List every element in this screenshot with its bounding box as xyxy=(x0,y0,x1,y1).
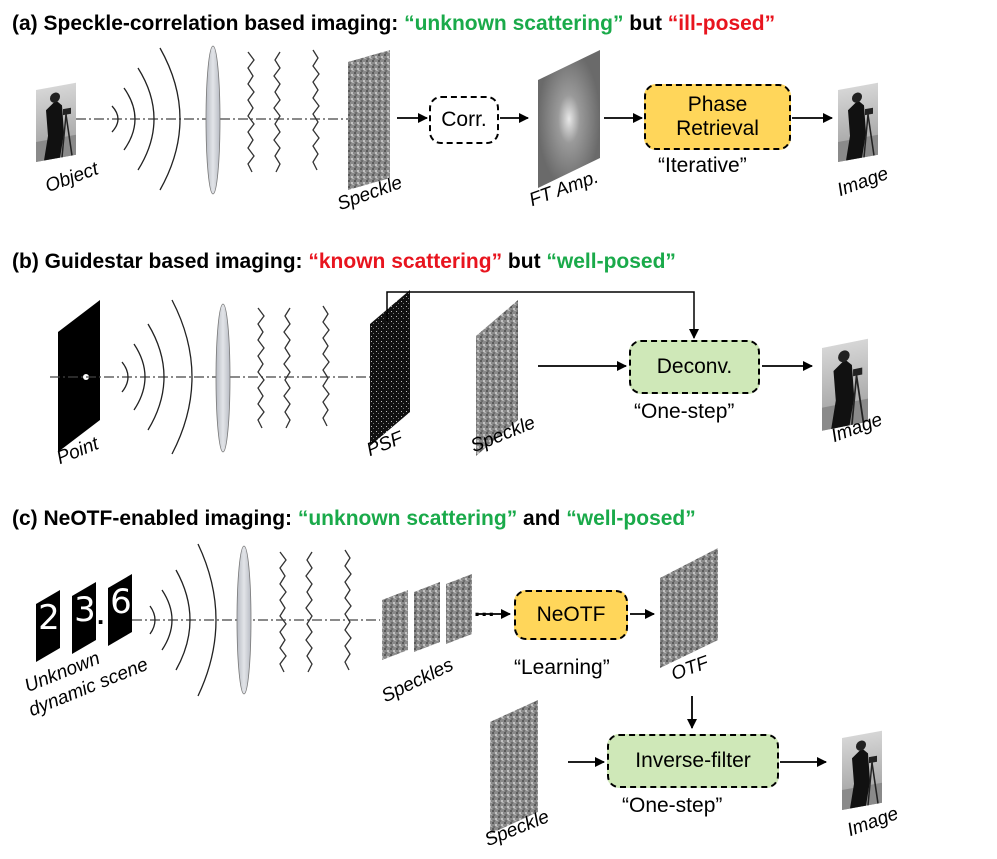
panel-c-diagram xyxy=(36,543,883,834)
deconv-box: Deconv. xyxy=(629,340,760,394)
panel-c-green-phrase-2: “well-posed” xyxy=(566,507,696,530)
neotf-label: NeOTF xyxy=(536,602,606,626)
distorted-wavefronts-a xyxy=(247,49,320,173)
digit-2: 2 xyxy=(38,598,60,638)
wavefronts-a xyxy=(111,47,181,191)
panel-a-object-image xyxy=(35,82,77,163)
speckles-frame-1 xyxy=(382,590,408,660)
digit-frames xyxy=(36,574,132,662)
panel-a-red-phrase: “ill-posed” xyxy=(667,12,776,35)
corr-box: Corr. xyxy=(429,96,499,144)
neotf-box: NeOTF xyxy=(514,590,628,640)
panel-b-connector: but xyxy=(502,250,547,273)
inverse-filter-box: Inverse-filter xyxy=(607,734,779,788)
panel-a-green-phrase: “unknown scattering” xyxy=(404,12,624,35)
speckle-c xyxy=(490,700,538,834)
phase-line-2: Retrieval xyxy=(676,117,759,140)
distorted-wavefronts-c xyxy=(279,549,352,673)
digit-6: 6 xyxy=(110,582,132,622)
panel-c-prefix: (c) NeOTF-enabled imaging: xyxy=(12,507,298,530)
image-output-c xyxy=(841,730,883,811)
one-step-caption-c: “One-step” xyxy=(622,794,723,817)
digit-separator: . xyxy=(97,600,105,630)
speckles-ellipsis: ... xyxy=(474,596,496,621)
psf-image xyxy=(370,290,410,446)
image-output-a xyxy=(837,82,879,163)
panel-c-green-phrase: “unknown scattering” xyxy=(297,507,518,530)
otf-image xyxy=(660,548,718,668)
lens-b xyxy=(215,303,231,453)
speckles-frame-3 xyxy=(446,574,472,644)
phase-line-1: Phase xyxy=(687,92,748,116)
ft-amp-image xyxy=(538,50,600,188)
corr-label: Corr. xyxy=(441,107,487,131)
panel-a-prefix: (a) Speckle-correlation based imaging: xyxy=(12,12,405,35)
panel-a-header: (a) Speckle-correlation based imaging: “… xyxy=(12,12,775,36)
speckle-b xyxy=(476,300,518,456)
panel-b-diagram xyxy=(50,290,869,456)
panel-b-prefix: (b) Guidestar based imaging: xyxy=(12,250,309,273)
lens-a xyxy=(205,45,221,195)
psf-feedback-arrow xyxy=(386,291,699,339)
panel-c-connector: and xyxy=(517,507,567,530)
lens-c xyxy=(236,545,252,695)
panel-b-red-phrase: “known scattering” xyxy=(308,250,503,273)
point-source xyxy=(58,300,100,452)
panel-b-header: (b) Guidestar based imaging: “known scat… xyxy=(12,250,676,274)
wavefronts-b xyxy=(121,299,193,455)
deconv-label: Deconv. xyxy=(656,354,733,378)
speckles-frame-2 xyxy=(414,582,440,652)
wavefronts-c xyxy=(149,543,217,697)
learning-caption: “Learning” xyxy=(514,656,610,679)
panel-b-green-phrase: “well-posed” xyxy=(546,250,676,273)
inverse-filter-label: Inverse-filter xyxy=(635,748,751,772)
panel-a-connector: but xyxy=(623,12,668,35)
speckle-a xyxy=(348,50,390,190)
iterative-caption: “Iterative” xyxy=(658,154,747,177)
digit-3: 3 xyxy=(74,590,96,630)
one-step-caption-b: “One-step” xyxy=(634,400,735,423)
panel-c-header: (c) NeOTF-enabled imaging: “unknown scat… xyxy=(12,507,696,531)
panel-a-diagram xyxy=(35,45,879,195)
distorted-wavefronts-b xyxy=(257,305,330,429)
